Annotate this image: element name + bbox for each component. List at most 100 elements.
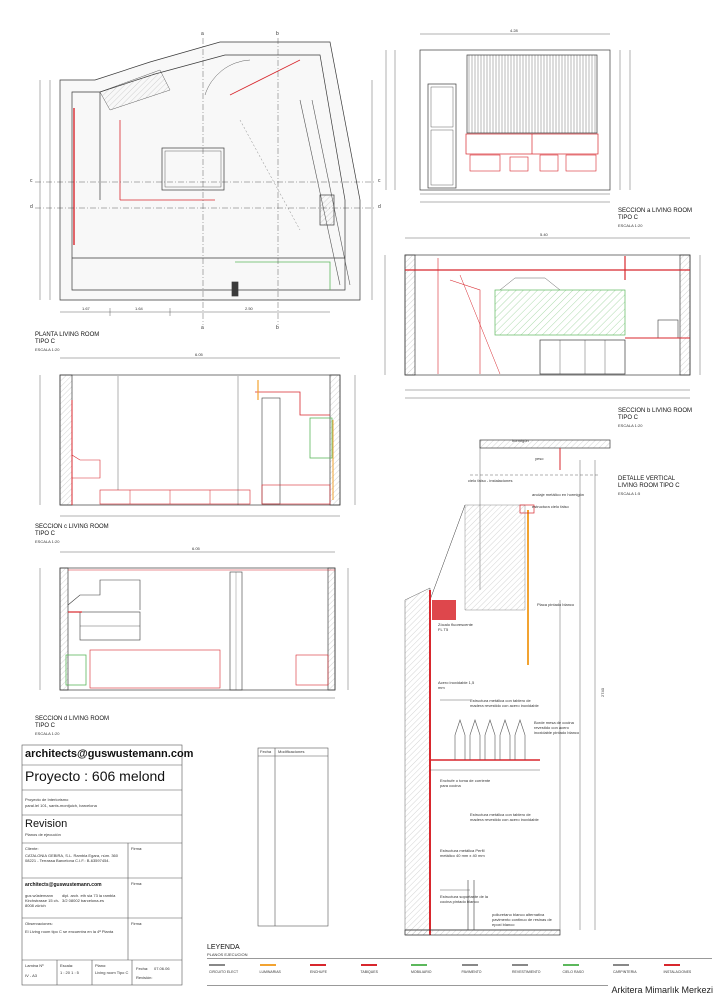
plan-mark-b-bottom: b — [276, 325, 279, 331]
title-email[interactable]: architects@guswustemann.com — [25, 748, 194, 760]
plan-mark-d-right: d — [378, 204, 381, 210]
title-desc-1: Proyecto de Interiorismo — [25, 797, 69, 802]
title-lamina: IV - A3 — [25, 973, 38, 978]
plan-subtitle: TIPO C — [35, 339, 56, 345]
title-block-frame — [21, 744, 183, 986]
sec-a-subtitle: TIPO C — [618, 215, 639, 221]
note-estructura: estructura cielo falso — [532, 504, 569, 509]
legend-label: CARPINTERIA — [613, 970, 637, 974]
legend-item: TABIQUES — [360, 962, 408, 982]
plan-dim-2: 1.64 — [135, 306, 143, 311]
detail-vertical — [404, 439, 611, 936]
note-placa: Placa pintado blanco — [537, 602, 575, 607]
legend-swatch — [613, 964, 629, 966]
title-firma-2: Firma: — [131, 881, 143, 886]
note-estructura-metalica: Estructura metálica con tablero de mader… — [470, 698, 539, 708]
legend-label: REVESTIMIENTO — [512, 970, 541, 974]
sec-b-scale: ESCALA 1:20 — [618, 423, 643, 428]
section-b — [384, 237, 701, 399]
title-plano: Living room Tipo C — [95, 970, 129, 975]
note-yeso: yeso — [535, 456, 544, 461]
section-d — [39, 551, 349, 699]
section-c — [39, 357, 356, 517]
legend-label: PAVIMENTO — [461, 970, 482, 974]
legend-item: ENCHUFE — [310, 962, 357, 982]
title-escala: 1 : 20 1 : 5 — [60, 970, 79, 975]
sec-b-subtitle: TIPO C — [618, 415, 639, 421]
note-perfil: Estructura metálica Perfil metálico 40 m… — [440, 848, 485, 858]
title-revision-sub: Planos de ejecución — [25, 832, 61, 837]
sec-c-subtitle: TIPO C — [35, 531, 56, 537]
sec-c-title: SECCION c LIVING ROOM — [35, 524, 109, 530]
note-acero: Acero inoxidable 1,5 mm — [438, 680, 475, 690]
legend-label: INSTALACIONES — [663, 970, 692, 974]
title-project: Proyecto : 606 melond — [25, 768, 166, 784]
legend-swatch — [663, 964, 680, 966]
title-fecha: 07.06.06 — [154, 966, 170, 971]
plan-mark-a-bottom: a — [201, 325, 204, 331]
plan-mark-b-top: b — [276, 31, 279, 37]
legend-swatch — [512, 964, 528, 966]
legend-swatch — [562, 964, 579, 966]
legend-item: REVESTIMIENTO — [512, 962, 559, 982]
legend-label: CIELO RASO — [562, 970, 584, 974]
sec-a-title: SECCION a LIVING ROOM — [618, 208, 693, 214]
legend-items: CIRCUITO ELECT LUMINARIAS ENCHUFE TABIQUES M… — [207, 958, 712, 986]
legend-title: LEYENDA — [207, 944, 240, 951]
plan-dim-3: 2.50 — [245, 306, 253, 311]
sec-a-dim: 4.28 — [510, 28, 518, 33]
sec-d-title: SECCION d LIVING ROOM — [35, 716, 110, 722]
legend-item: CARPINTERIA — [613, 962, 660, 982]
legend-label: TABIQUES — [360, 970, 378, 974]
legend-swatch — [310, 964, 326, 966]
detail-title: DETALLE VERTICAL — [618, 476, 676, 482]
legend-swatch — [209, 964, 225, 966]
note-poliuretano: poliuretano blanco alternativa pavimento… — [492, 912, 552, 927]
sec-d-subtitle: TIPO C — [35, 723, 56, 729]
legend-label: MOBILIARIO — [411, 970, 432, 974]
legend-item: MOBILIARIO — [411, 962, 458, 982]
plan-living-room — [35, 38, 375, 325]
sec-d-scale: ESCALA 1:20 — [35, 731, 60, 736]
rev-col-modificaciones: Modificaciones — [278, 749, 305, 754]
note-enchufe: Enchufe o toma de corriente para cocina — [440, 778, 491, 788]
title-escala-label: Escala: — [60, 963, 74, 968]
sec-c-scale: ESCALA 1:20 — [35, 539, 60, 544]
legend-label: ENCHUFE — [310, 970, 327, 974]
note-estructura-metalica-2: Estructura metálica con tablero de mader… — [470, 812, 539, 822]
legend-swatch — [411, 964, 427, 966]
legend-item: INSTALACIONES — [663, 962, 711, 982]
legend-item: PAVIMENTO — [461, 962, 509, 982]
legend-label: CIRCUITO ELECT — [209, 970, 239, 974]
plan-mark-c-left: c — [30, 178, 33, 184]
title-revision-label: Revisión: — [136, 975, 153, 980]
title-desc-2: paral.lel 101, sants-montjuich, barcelon… — [25, 803, 97, 808]
plan-mark-a-top: a — [201, 31, 204, 37]
title-arch-email[interactable]: architects@guswustemann.com — [25, 882, 102, 888]
plan-title: PLANTA LIVING ROOM — [35, 332, 100, 338]
legend-subtitle: PLANOS EJECUCION — [207, 952, 248, 957]
note-anclaje: anclaje metálico en hormigón — [532, 492, 585, 497]
legend-swatch — [461, 964, 478, 966]
plan-scale: ESCALA 1:20 — [35, 347, 60, 352]
legend-swatch — [360, 964, 377, 966]
title-office-barcelona: dipl. arch. eth sia 73 la rambla 3/2 080… — [62, 893, 116, 903]
section-a — [385, 33, 631, 203]
detail-height-dim: 2740 — [599, 688, 605, 697]
sec-b-dim: 5.40 — [540, 232, 548, 237]
plan-mark-d-left: d — [30, 204, 33, 210]
title-lamina-label: Lamina Nº — [25, 963, 44, 968]
title-plano-label: Plano: — [95, 963, 107, 968]
legend-item: CIRCUITO ELECT — [209, 962, 256, 982]
watermark: Arkitera Mimarlık Merkezi — [608, 984, 716, 996]
legend-label: LUMINARIAS — [259, 970, 281, 974]
note-zocalo: Zócalo fluorescente FL T5 — [438, 622, 473, 632]
note-hormigon: hormigón — [512, 438, 529, 443]
revision-table — [257, 747, 329, 927]
title-cliente-label: Cliente: — [25, 846, 39, 851]
title-observ-label: Observaciones: — [25, 921, 53, 926]
note-cielo-falso: cielo falso - instalaciones — [468, 478, 513, 483]
title-observ: El Living room tipo C se encuentra en la… — [25, 929, 114, 934]
sec-b-title: SECCION b LIVING ROOM — [618, 408, 693, 414]
